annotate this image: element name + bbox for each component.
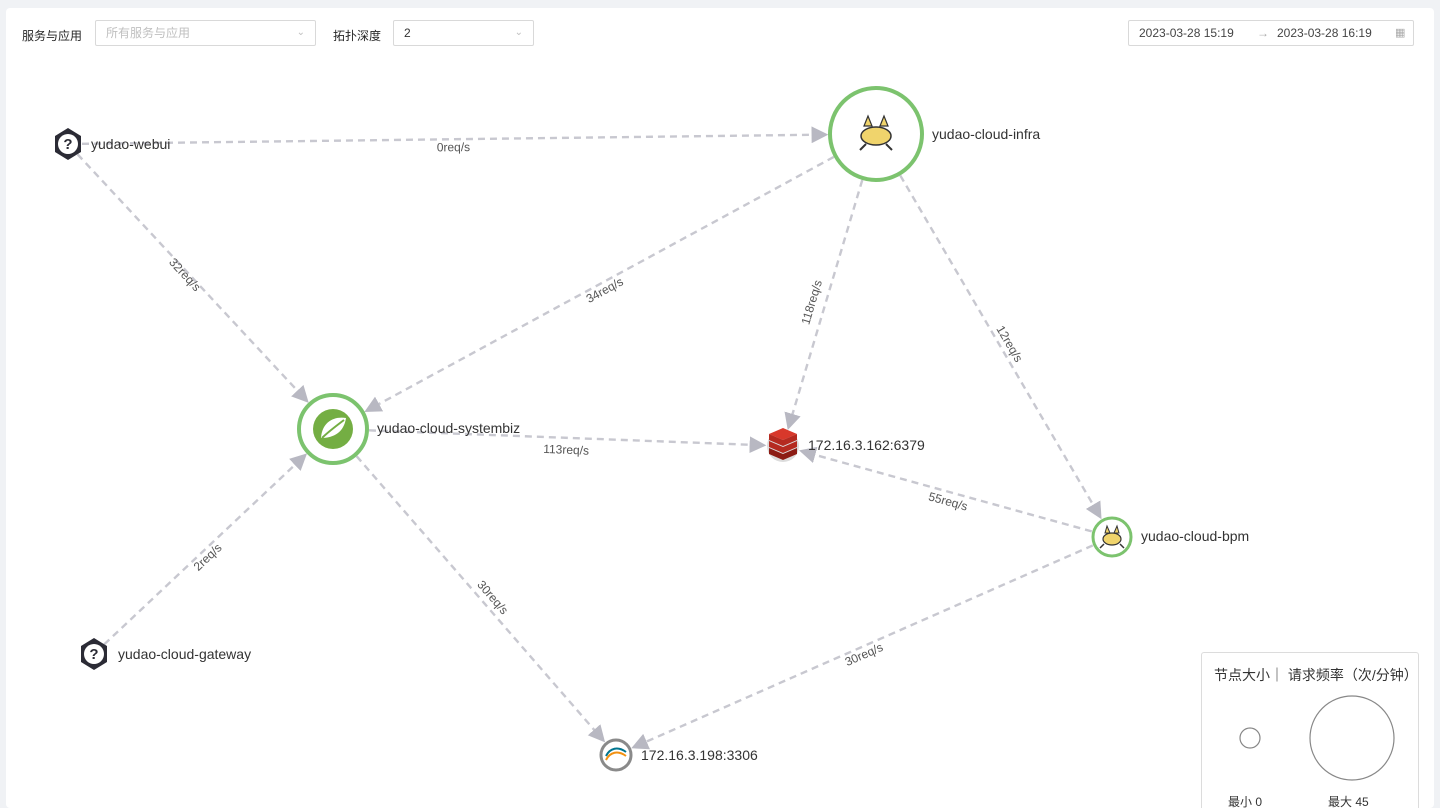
calendar-icon[interactable]: ▦ [1395,27,1406,39]
edge-label: 30req/s [843,640,885,669]
legend-max-circle [1309,695,1395,781]
edge-infra-systembiz[interactable] [364,155,835,412]
node-label: yudao-cloud-systembiz [377,420,520,436]
edge-label: 0req/s [437,140,471,154]
tomcat-icon [859,114,893,151]
node-systembiz[interactable]: yudao-cloud-systembiz [297,393,520,465]
edge-label: 30req/s [474,578,511,617]
node-infra[interactable]: yudao-cloud-infra [828,86,1040,182]
service-filter-label: 服务与应用 [22,29,83,43]
edge-systembiz-redis[interactable] [368,429,767,454]
node-label: yudao-cloud-gateway [118,646,251,662]
redis-icon [769,428,797,460]
edge-systembiz-mysql[interactable] [355,455,606,743]
edge-infra-bpm[interactable] [899,174,1102,520]
question-icon: ? [63,136,72,153]
chevron-down-icon: ⌄ [514,27,523,38]
range-end[interactable]: 2023-03-28 16:19 [1277,26,1372,40]
legend-sizes [1239,695,1395,781]
legend-min-label: 最小 0 [1228,795,1263,808]
range-arrow: → [1257,26,1269,40]
node-label: yudao-webui [91,136,170,152]
node-label: yudao-cloud-infra [932,126,1040,142]
node-webui[interactable]: ? yudao-webui [55,128,170,160]
depth-select-value: 2 [404,26,411,40]
edge-webui-infra[interactable] [81,126,829,146]
edge-label: 55req/s [927,489,969,513]
edge-label: 32req/s [166,255,204,294]
topology-panel: 服务与应用 所有服务与应用 ⌄ 拓扑深度 2 ⌄ 2023-03-28 15:1… [6,8,1434,808]
service-select[interactable]: 所有服务与应用 ⌄ [95,20,316,46]
tomcat-icon [1099,524,1125,549]
chevron-down-icon: ⌄ [296,27,305,38]
edge-webui-systembiz[interactable] [76,153,309,403]
node-gateway[interactable]: ? yudao-cloud-gateway [81,638,251,670]
node-redis[interactable]: 172.16.3.162:6379 [767,428,925,462]
time-range-picker[interactable]: 2023-03-28 15:19 → 2023-03-28 16:19 ▦ [1128,20,1414,46]
node-label: yudao-cloud-bpm [1141,528,1249,544]
legend-max-label: 最大 45 [1328,795,1369,808]
legend-min-circle [1239,727,1261,749]
range-start[interactable]: 2023-03-28 15:19 [1139,26,1234,40]
legend: 节点大小｜ 请求频率（次/分钟） 最小 0 最大 45 [1201,652,1419,808]
service-select-placeholder: 所有服务与应用 [106,26,191,40]
edge-label: 113req/s [543,442,589,458]
mysql-icon [605,747,627,761]
edge-label: 34req/s [584,274,626,305]
node-bpm[interactable]: yudao-cloud-bpm [1091,516,1249,558]
edge-infra-redis[interactable] [784,179,864,431]
edge-gateway-systembiz[interactable] [103,453,308,646]
node-label: 172.16.3.198:3306 [641,747,758,763]
legend-title: 节点大小｜ 请求频率（次/分钟） [1214,667,1418,683]
depth-select[interactable]: 2 ⌄ [393,20,534,46]
edge-bpm-redis[interactable] [799,446,1093,533]
depth-label: 拓扑深度 [333,29,382,43]
question-icon: ? [89,646,98,663]
node-mysql[interactable]: 172.16.3.198:3306 [599,738,758,772]
node-label: 172.16.3.162:6379 [808,437,925,453]
